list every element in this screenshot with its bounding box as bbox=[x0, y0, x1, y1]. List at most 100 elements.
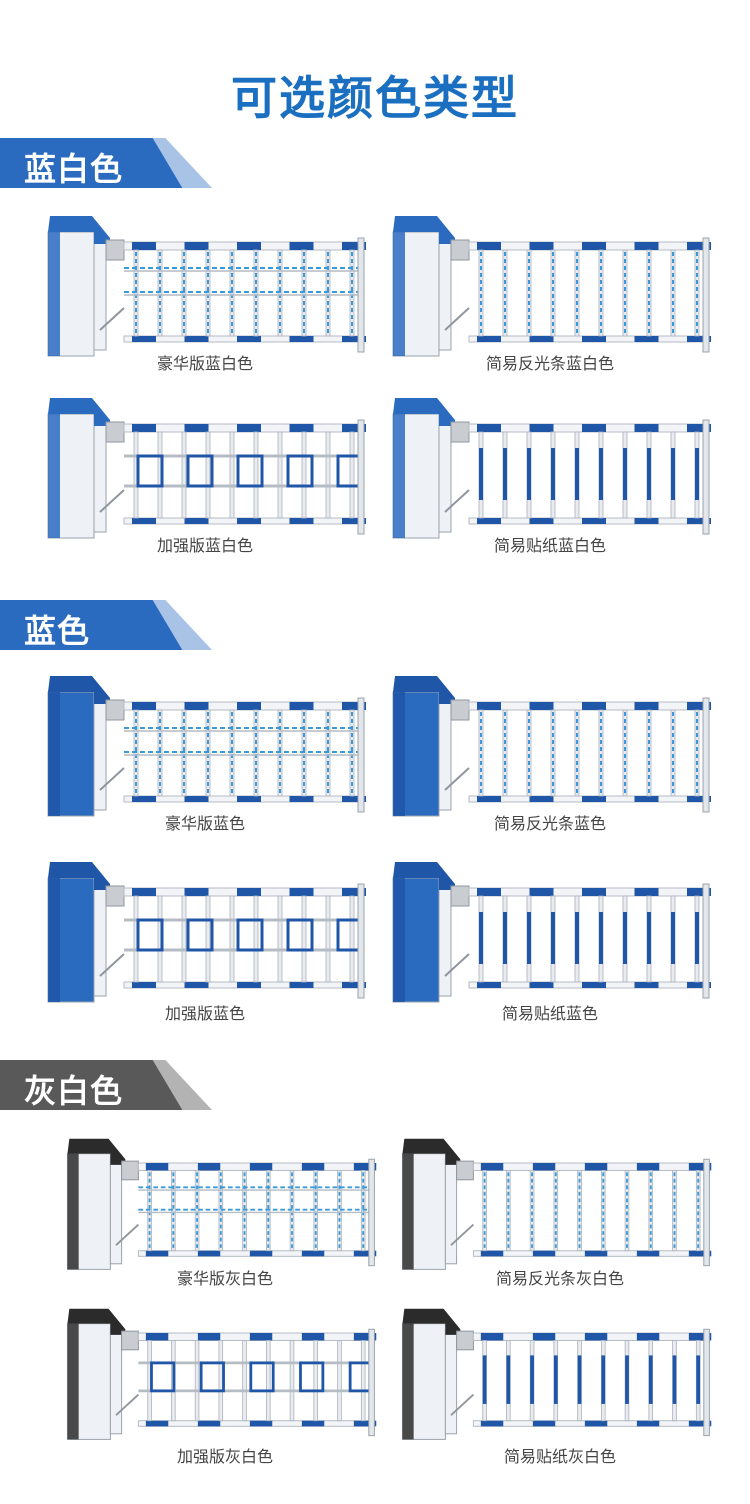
vertical-bar bbox=[265, 1340, 271, 1422]
rail-band bbox=[687, 518, 711, 524]
vertical-bar bbox=[598, 249, 604, 337]
rail-band bbox=[145, 1420, 169, 1427]
cabinet-hood bbox=[393, 862, 455, 890]
rail-band bbox=[687, 982, 711, 988]
rail-band bbox=[184, 518, 209, 524]
rail-band bbox=[529, 702, 554, 710]
rail-band bbox=[342, 518, 366, 524]
vertical-bar bbox=[482, 1170, 487, 1252]
product-card: 豪华版蓝白色 bbox=[40, 212, 370, 392]
rail-band bbox=[237, 888, 261, 896]
cabinet-door bbox=[93, 697, 107, 811]
vertical-bar bbox=[478, 249, 484, 337]
reinforced-frame bbox=[236, 918, 264, 952]
cabinet-side bbox=[393, 692, 405, 816]
rail-band bbox=[197, 1333, 221, 1341]
rail-band bbox=[237, 982, 261, 988]
rail-band bbox=[529, 518, 554, 524]
rail-band bbox=[582, 702, 606, 710]
support-arm bbox=[450, 1393, 475, 1416]
rail-band bbox=[342, 982, 366, 988]
rail-band bbox=[184, 424, 209, 432]
rail-band bbox=[529, 242, 554, 250]
vertical-bar bbox=[648, 1170, 654, 1252]
sticker-strip bbox=[623, 448, 627, 500]
rail-band bbox=[342, 242, 366, 250]
rail-band bbox=[584, 1163, 608, 1171]
reinforced-frame bbox=[136, 454, 164, 488]
vertical-bar bbox=[242, 1170, 247, 1252]
vertical-bar bbox=[550, 709, 556, 797]
gate-drawing bbox=[392, 862, 711, 1003]
rail-band bbox=[480, 1163, 504, 1171]
rail-band bbox=[636, 1333, 660, 1341]
product-caption: 简易反光条蓝色 bbox=[493, 814, 606, 833]
rail-band bbox=[289, 424, 314, 432]
gate-drawing bbox=[66, 1138, 377, 1270]
end-post bbox=[368, 1328, 375, 1437]
rail-band bbox=[342, 796, 366, 802]
rail-band bbox=[184, 982, 209, 988]
rail-band bbox=[582, 242, 606, 250]
sticker-strip bbox=[530, 1355, 534, 1404]
cabinet-side bbox=[402, 1323, 414, 1440]
end-post bbox=[703, 1328, 710, 1437]
sticker-strip bbox=[575, 448, 579, 500]
cabinet-hood bbox=[48, 862, 110, 890]
support-arm bbox=[99, 953, 125, 977]
cabinet-side bbox=[48, 414, 60, 538]
cabinet-side bbox=[48, 878, 60, 1002]
cabinet-door bbox=[109, 1158, 123, 1265]
vertical-bar bbox=[622, 709, 628, 797]
sticker-strip bbox=[647, 912, 651, 964]
rail-band bbox=[132, 982, 156, 988]
cabinet-door bbox=[444, 1158, 458, 1265]
cabinet-door bbox=[438, 697, 452, 811]
vertical-bar bbox=[622, 249, 628, 337]
cabinet-hood bbox=[48, 216, 110, 244]
end-post bbox=[357, 883, 365, 999]
sticker-strip bbox=[551, 912, 555, 964]
rail-band bbox=[237, 242, 261, 250]
rail-band bbox=[582, 518, 606, 524]
cabinet-door bbox=[438, 883, 452, 997]
product-caption: 加强版蓝白色 bbox=[156, 536, 253, 555]
end-post bbox=[703, 1158, 710, 1267]
cabinet-hood bbox=[48, 398, 110, 426]
vertical-bar bbox=[672, 1170, 677, 1252]
sticker-strip bbox=[479, 912, 483, 964]
product-caption: 简易反光条蓝白色 bbox=[485, 354, 614, 373]
product-caption: 豪华版蓝色 bbox=[164, 814, 245, 833]
support-arm bbox=[444, 953, 470, 977]
rail-band bbox=[688, 1250, 712, 1257]
rail-band bbox=[634, 242, 659, 250]
cabinet-side bbox=[402, 1153, 414, 1270]
rail-band bbox=[582, 982, 606, 988]
rail-band bbox=[634, 888, 659, 896]
end-post bbox=[357, 419, 365, 535]
vertical-bar bbox=[349, 431, 355, 519]
gate-drawing bbox=[392, 398, 711, 539]
rail-band bbox=[634, 518, 659, 524]
motor-housing bbox=[105, 699, 125, 721]
vertical-bar bbox=[289, 1340, 295, 1422]
sticker-strip bbox=[672, 1355, 677, 1404]
rail-band bbox=[197, 1163, 221, 1171]
section-label: 灰白色 bbox=[24, 1072, 124, 1110]
vertical-bar bbox=[171, 1170, 176, 1252]
reinforced-frame bbox=[199, 1361, 225, 1393]
product-card: 加强版灰白色 bbox=[60, 1305, 390, 1485]
product-card: 豪华版蓝色 bbox=[40, 672, 370, 852]
rail-band bbox=[688, 1163, 712, 1171]
vertical-bar bbox=[550, 249, 556, 337]
rail-band bbox=[342, 424, 366, 432]
end-post bbox=[702, 237, 710, 353]
rail-band bbox=[477, 424, 501, 432]
vertical-bar bbox=[529, 1170, 535, 1252]
sticker-strip bbox=[577, 1355, 582, 1404]
cabinet-hood bbox=[67, 1138, 126, 1165]
rail-band bbox=[582, 796, 606, 802]
rail-band bbox=[237, 336, 261, 342]
vertical-bar bbox=[502, 709, 508, 797]
vertical-bar bbox=[181, 431, 187, 519]
